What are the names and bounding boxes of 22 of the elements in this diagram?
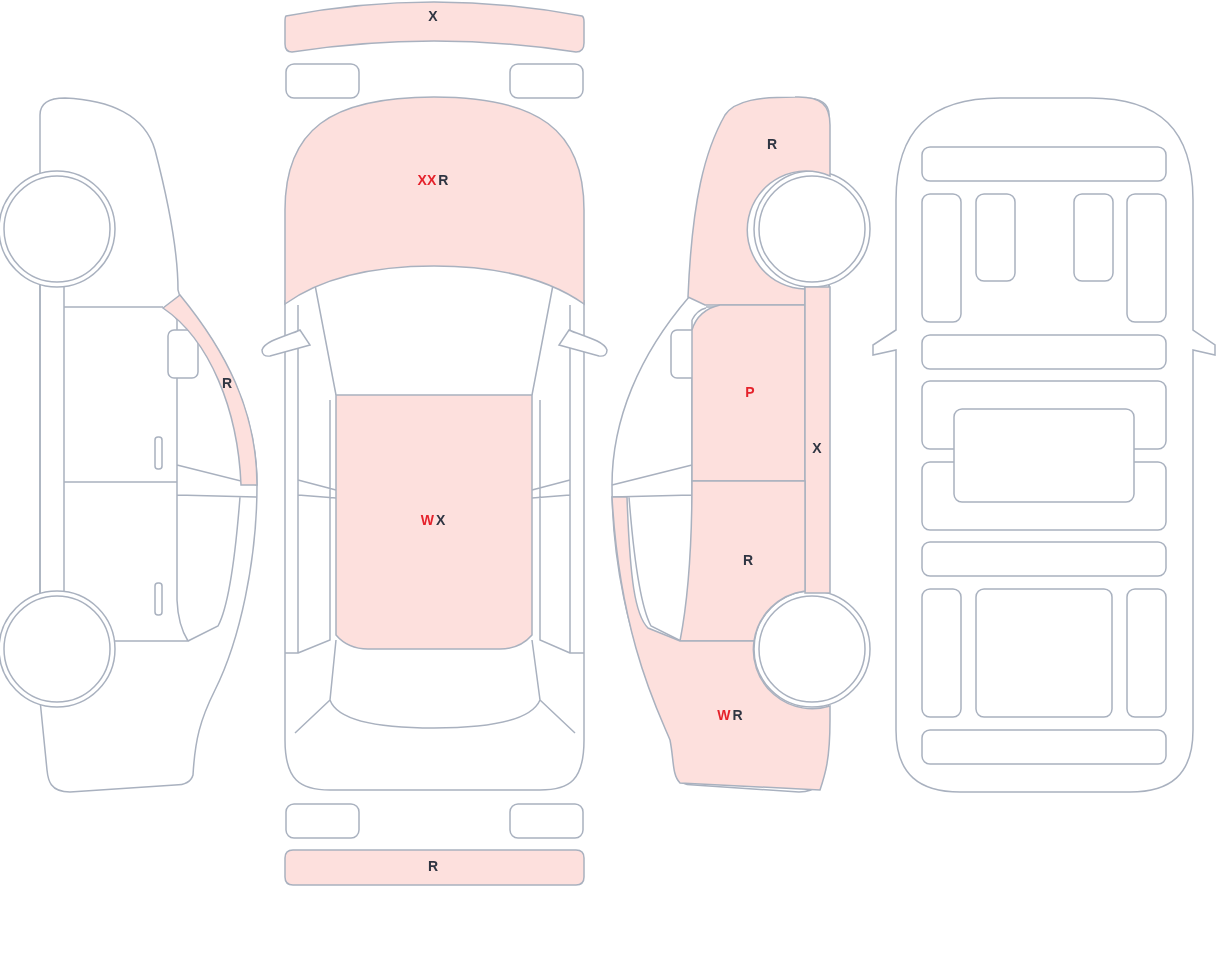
damaged-panel	[335, 394, 533, 650]
damage-code: R	[427, 859, 439, 873]
damaged-panel	[691, 304, 806, 482]
damage-code: XX	[417, 173, 437, 187]
damage-code: R	[766, 137, 778, 151]
damage-code: X	[812, 441, 822, 455]
damage-code: R	[732, 708, 743, 722]
damage-code: P	[745, 385, 755, 399]
damaged-panel	[679, 480, 806, 642]
damage-code: W	[420, 513, 434, 527]
damaged-panel	[284, 849, 585, 886]
damage-code: X	[435, 513, 446, 527]
damaged-panel	[161, 293, 259, 487]
damaged-panel	[804, 286, 831, 594]
damaged-panel	[284, 96, 585, 306]
damaged-panel	[284, 1, 585, 53]
damage-code: R	[742, 553, 754, 567]
damage-code: W	[717, 708, 731, 722]
damaged-panel	[686, 95, 831, 306]
damage-code: X	[428, 9, 438, 23]
damage-code: R	[221, 376, 233, 390]
damage-code: R	[438, 173, 449, 187]
